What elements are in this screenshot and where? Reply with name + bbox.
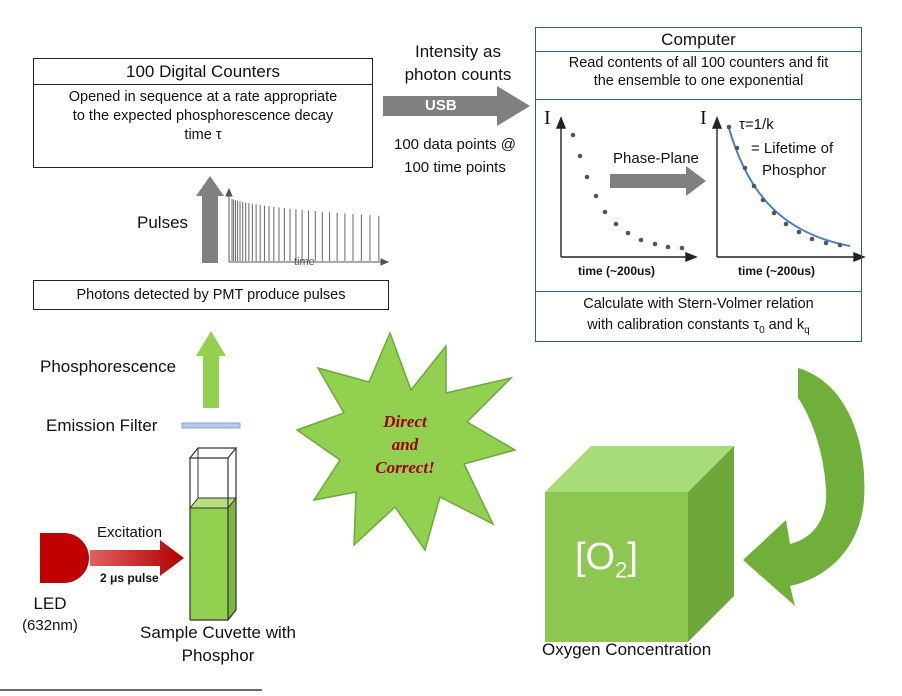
decay-dot bbox=[593, 193, 599, 199]
counters-line2: to the expected phosphorescence decay bbox=[72, 108, 334, 124]
decay-dot bbox=[796, 229, 802, 235]
phosphorescence-arrow bbox=[196, 331, 226, 408]
led-wavelength: (632nm) bbox=[22, 617, 78, 634]
pulses-up-arrow bbox=[196, 176, 224, 263]
counters-line1: Opened in sequence at a rate appropriate bbox=[68, 89, 338, 105]
calc-line-1: Calculate with Stern-Volmer relation bbox=[583, 296, 814, 312]
decay-dot bbox=[602, 209, 608, 215]
starburst-line-3: Correct! bbox=[375, 458, 435, 477]
counters-title: 100 Digital Counters bbox=[34, 59, 372, 85]
led-shape bbox=[40, 533, 89, 583]
oxygen-close: ] bbox=[627, 536, 638, 578]
pulse-axis-label: time bbox=[294, 256, 315, 268]
decay-dot bbox=[751, 183, 757, 189]
decay-dot bbox=[734, 145, 740, 151]
decay-dot bbox=[809, 236, 815, 242]
oxygen-subscript: 2 bbox=[615, 557, 628, 583]
decay-dot bbox=[823, 240, 829, 246]
cuvette-label-1: Sample Cuvette with bbox=[140, 623, 296, 642]
excitation-label: Excitation bbox=[97, 524, 163, 541]
computer-title: Computer bbox=[536, 28, 861, 52]
calc-line-2-and: and k bbox=[764, 317, 805, 333]
starburst-line-1: Direct bbox=[383, 412, 427, 431]
decay-dot bbox=[577, 153, 583, 159]
starburst bbox=[295, 330, 517, 552]
plot-left-ylabel: I bbox=[544, 107, 551, 129]
plot-left-dots bbox=[570, 132, 685, 251]
decay-dot bbox=[584, 174, 590, 180]
plot-right-ylabel: I bbox=[700, 107, 707, 129]
calc-line-2: with calibration constants τ0 and kq bbox=[535, 317, 862, 336]
data-points-label-1: 100 data points @ bbox=[394, 136, 516, 153]
plot-right-xlabel: time (~200us) bbox=[738, 264, 816, 278]
data-points-label-2: 100 time points bbox=[404, 159, 506, 176]
decay-dot bbox=[652, 241, 658, 247]
decay-dot bbox=[726, 124, 732, 130]
decay-dot bbox=[783, 221, 789, 227]
oxygen-symbol: [O2] bbox=[575, 536, 638, 584]
usb-label: USB bbox=[425, 97, 457, 114]
sample-cuvette bbox=[188, 447, 238, 622]
decay-dot bbox=[638, 237, 644, 243]
led-label: LED bbox=[33, 594, 67, 613]
oxygen-label: Oxygen Concentration bbox=[542, 640, 712, 659]
computer-line1: Read contents of all 100 counters and fi… bbox=[568, 55, 829, 71]
intensity-label-2: photon counts bbox=[404, 65, 512, 84]
plot-right-dots bbox=[726, 124, 843, 248]
decay-dot bbox=[570, 132, 576, 138]
phosphorescence-label: Phosphorescence bbox=[40, 357, 177, 376]
excitation-pulse: 2 μs pulse bbox=[100, 571, 159, 585]
computer-divider-1 bbox=[536, 99, 861, 100]
counters-box: 100 Digital Counters Opened in sequence … bbox=[33, 58, 373, 168]
pulse-train bbox=[225, 187, 390, 266]
decay-dot bbox=[742, 165, 748, 171]
lifetime-label-2: Phosphor bbox=[762, 162, 827, 179]
lifetime-label-1: = Lifetime of bbox=[751, 140, 834, 157]
decay-dot bbox=[771, 210, 777, 216]
emission-filter bbox=[181, 422, 241, 429]
tau-subscript: 0 bbox=[759, 324, 765, 336]
decay-dot bbox=[837, 242, 843, 248]
pulse-lines bbox=[231, 199, 380, 261]
excitation-arrow bbox=[90, 540, 184, 576]
fit-curve bbox=[727, 124, 851, 247]
intensity-label-1: Intensity as bbox=[415, 42, 501, 61]
phase-plane-label: Phase-Plane bbox=[613, 150, 699, 167]
starburst-text: Direct and Correct! bbox=[355, 410, 455, 479]
phase-plane-arrow bbox=[610, 166, 706, 196]
tau-equation: τ=1/k bbox=[739, 116, 774, 133]
emission-filter-label: Emission Filter bbox=[46, 416, 158, 435]
decay-dot bbox=[665, 244, 671, 250]
computer-box: Computer Read contents of all 100 counte… bbox=[535, 27, 862, 342]
decay-dot bbox=[760, 197, 766, 203]
cuvette-label-2: Phosphor bbox=[181, 646, 255, 665]
plot-left bbox=[555, 116, 698, 263]
plot-left-xlabel: time (~200us) bbox=[578, 264, 656, 278]
decay-dot bbox=[679, 245, 685, 251]
pmt-box: Photons detected by PMT produce pulses bbox=[33, 280, 389, 310]
starburst-line-2: and bbox=[391, 435, 419, 454]
pulses-label: Pulses bbox=[137, 213, 189, 232]
decay-dot bbox=[613, 221, 619, 227]
oxygen-open: [O bbox=[575, 536, 616, 578]
computer-line2: the ensemble to one exponential bbox=[593, 73, 804, 89]
curved-arrow bbox=[743, 368, 865, 606]
kq-subscript: q bbox=[804, 324, 810, 336]
calc-line-2-text: with calibration constants τ bbox=[587, 317, 760, 333]
computer-divider-2 bbox=[536, 291, 861, 292]
usb-arrow bbox=[383, 86, 530, 126]
oxygen-cube bbox=[545, 446, 734, 642]
counters-line3: time τ bbox=[184, 127, 222, 143]
decay-dot bbox=[625, 230, 631, 236]
plot-right bbox=[711, 116, 866, 263]
pmt-label: Photons detected by PMT produce pulses bbox=[76, 287, 346, 303]
